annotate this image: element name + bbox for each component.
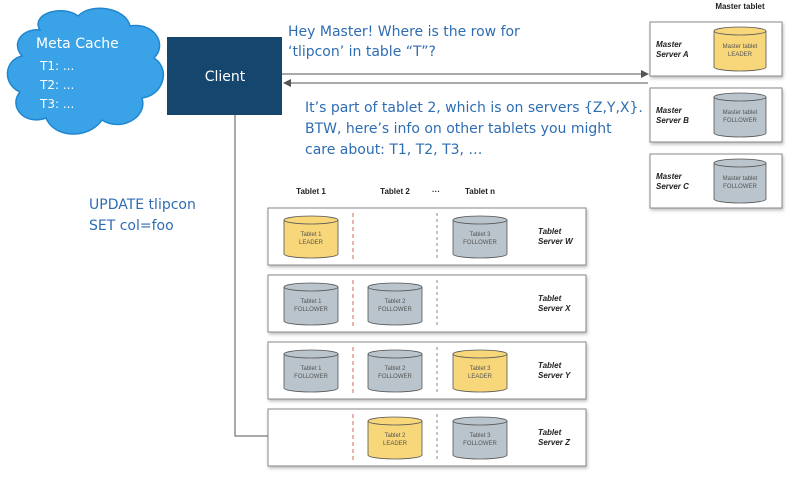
tablet-server-y-label-2: Server Y (538, 371, 571, 380)
tablet-server-y-cell-3-role: LEADER (468, 374, 493, 380)
tablet-server-w-cell-3: Tablet 3 FOLLOWER (452, 215, 508, 259)
meta-cache-cloud: Meta Cache T1: ... T2: ... T3: ... (6, 7, 165, 135)
tablet-server-x-cell-1: Tablet 1 FOLLOWER (283, 282, 339, 326)
tablet-server-z-cell-2: Tablet 2 LEADER (367, 416, 423, 460)
question-line-2: ‘tlipcon’ in table “T”? (288, 44, 436, 60)
tablet-server-x-cell-1-title: Tablet 1 (300, 299, 322, 305)
client-label: Client (205, 69, 246, 85)
master-server-a-label-2: Server A (656, 50, 689, 59)
tablet-header-4: Tablet n (465, 187, 495, 196)
tablet-server-y-cell-2-role: FOLLOWER (378, 374, 412, 380)
answer-message: It’s part of tablet 2, which is on serve… (305, 100, 643, 158)
master-tablet-header: Master tablet (715, 2, 765, 11)
master-server-b-cylinder-role: FOLLOWER (723, 118, 757, 124)
tablet-server-y-cell-3: Tablet 3 LEADER (452, 349, 508, 393)
answer-line-2: BTW, here’s info on other tablets you mi… (305, 121, 612, 137)
tablet-server-z-cell-2-title: Tablet 2 (384, 433, 406, 439)
question-line-1: Hey Master! Where is the row for (288, 24, 520, 40)
meta-cache-line-3: T3: ... (39, 97, 74, 111)
meta-cache-line-1: T1: ... (39, 59, 74, 73)
answer-line-3: care about: T1, T2, T3, … (305, 142, 482, 158)
tablet-server-x-label-1: Tablet (538, 294, 562, 303)
tablet-server-z-label-2: Server Z (538, 438, 571, 447)
tablet-server-y-cell-3-title: Tablet 3 (469, 366, 491, 372)
master-server-a-cylinder-role: LEADER (728, 52, 753, 58)
tablet-server-w-cell-3-role: FOLLOWER (463, 240, 497, 246)
tablet-server-z-cell-2-role: LEADER (383, 441, 408, 447)
master-server-b-cylinder-title: Master tablet (723, 110, 758, 116)
tablet-server-x-label-2: Server X (538, 304, 571, 313)
tablet-server-x-cell-2-title: Tablet 2 (384, 299, 406, 305)
update-line-2: SET col=foo (89, 218, 174, 234)
tablet-server-y-cell-2-title: Tablet 2 (384, 366, 406, 372)
master-server-a-label-1: Master (656, 40, 683, 49)
tablet-server-y-cell-1: Tablet 1 FOLLOWER (283, 349, 339, 393)
tablet-server-z-cell-3-role: FOLLOWER (463, 441, 497, 447)
tablet-server-x-cell-1-role: FOLLOWER (294, 307, 328, 313)
tablet-server-z-cell-3: Tablet 3 FOLLOWER (452, 416, 508, 460)
tablet-header-2: Tablet 2 (380, 187, 410, 196)
tablet-server-y-cell-1-role: FOLLOWER (294, 374, 328, 380)
tablet-server-w-label-2: Server W (538, 237, 574, 246)
tablet-header-3: ··· (432, 187, 440, 196)
meta-cache-line-2: T2: ... (39, 78, 74, 92)
master-server-c-cylinder-title: Master tablet (723, 176, 758, 182)
tablet-server-y-cell-2: Tablet 2 FOLLOWER (367, 349, 423, 393)
tablet-server-w-cell-1-title: Tablet 1 (300, 232, 322, 238)
tablet-server-z-label-1: Tablet (538, 428, 562, 437)
tablet-server-z-cell-3-title: Tablet 3 (469, 433, 491, 439)
tablet-server-x-cell-2: Tablet 2 FOLLOWER (367, 282, 423, 326)
master-server-b-label-1: Master (656, 106, 683, 115)
tablet-server-y-cell-1-title: Tablet 1 (300, 366, 322, 372)
tablet-server-w-cell-3-title: Tablet 3 (469, 232, 491, 238)
master-server-c-label-1: Master (656, 172, 683, 181)
question-message: Hey Master! Where is the row for ‘tlipco… (288, 24, 520, 60)
update-message: UPDATE tlipcon SET col=foo (89, 197, 196, 234)
tablet-server-w-cell-1: Tablet 1 LEADER (283, 215, 339, 259)
master-server-b-label-2: Server B (656, 116, 689, 125)
tablet-server-w-label-1: Tablet (538, 227, 562, 236)
master-server-c-label-2: Server C (656, 182, 689, 191)
tablet-header-1: Tablet 1 (296, 187, 326, 196)
update-line-1: UPDATE tlipcon (89, 197, 196, 213)
client-node: Client (167, 37, 282, 115)
tablet-server-y-label-1: Tablet (538, 361, 562, 370)
tablet-server-x-cell-2-role: FOLLOWER (378, 307, 412, 313)
master-server-c-cylinder-role: FOLLOWER (723, 184, 757, 190)
meta-cache-title: Meta Cache (36, 36, 119, 52)
tablet-server-w-cell-1-role: LEADER (299, 240, 324, 246)
master-server-a-cylinder-title: Master tablet (723, 44, 758, 50)
answer-line-1: It’s part of tablet 2, which is on serve… (305, 100, 643, 116)
